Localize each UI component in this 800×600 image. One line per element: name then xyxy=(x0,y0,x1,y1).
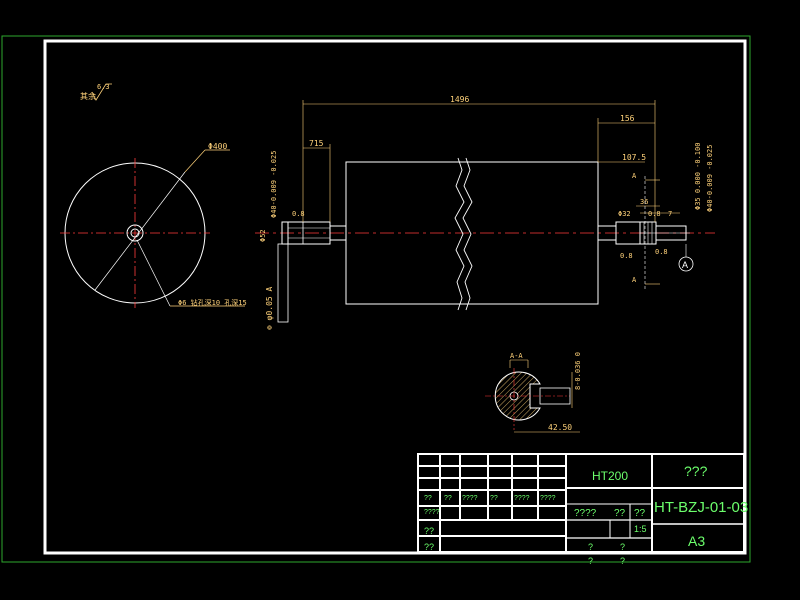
dim-107-5: 107.5 xyxy=(622,153,646,162)
dim-right-diameter: Φ40-0.009 -0.025 xyxy=(706,145,714,212)
dim-dia-52: Φ52 xyxy=(259,229,267,242)
chamfer-left: 0.8 xyxy=(292,210,305,218)
tb-q3: ? xyxy=(588,556,593,566)
surface-finish-label: 其余 xyxy=(80,91,96,101)
tb-label-3: ?? xyxy=(490,495,498,502)
chamfer-right-c: 0.8 xyxy=(648,210,661,218)
surface-finish-mark: 其余 6.3 xyxy=(80,83,112,101)
tb-label-2: ???? xyxy=(462,495,478,502)
chamfer-right-a: 0.8 xyxy=(620,252,633,260)
datum-a: A xyxy=(682,260,688,270)
tb-label-5: ???? xyxy=(540,495,556,502)
section-title: A-A xyxy=(510,352,523,360)
chamfer-right-b: 0.8 xyxy=(655,248,668,256)
tb-small-2: ?? xyxy=(634,508,646,519)
dim-right-diameter-2: Φ35 0.000 -0.100 xyxy=(694,143,702,210)
tb-label-6: ???? xyxy=(424,509,440,516)
tb-scale-label: ???? xyxy=(574,508,597,519)
dim-left-diameter: Φ40-0.009 -0.025 xyxy=(270,151,278,218)
outer-frame xyxy=(1,35,751,563)
dim-dia-32: Φ32 xyxy=(618,210,631,218)
dim-36: 36 xyxy=(640,198,648,206)
tb-q4: ? xyxy=(620,556,625,566)
section-marker-bottom: A xyxy=(632,276,637,284)
end-view: Φ400 Φ6 钻孔深10 孔深15 xyxy=(60,142,247,308)
tb-sign-b: ?? xyxy=(424,542,434,552)
tb-material: HT200 xyxy=(592,469,628,483)
dim-156: 156 xyxy=(620,114,635,123)
tb-part-name: ??? xyxy=(684,463,708,479)
tb-sheet-size: A3 xyxy=(688,533,705,549)
tb-label-1: ?? xyxy=(444,495,452,502)
section-depth: 42.50 xyxy=(548,423,572,432)
tb-q2: ? xyxy=(620,542,625,552)
tb-label-4: ???? xyxy=(514,495,530,502)
keyway-width: 8-0.036 0 xyxy=(574,352,582,390)
tb-drawing-number: HT-BZJ-01-03 xyxy=(654,499,748,516)
tb-scale-value: 1:5 xyxy=(634,524,647,534)
front-view: ⊚ φ0.05 A 1496 156 107.5 715 Φ40-0.009 -… xyxy=(255,95,715,330)
dim-7: 7 xyxy=(668,210,672,218)
tb-q1: ? xyxy=(588,542,593,552)
tb-label-0: ?? xyxy=(424,495,432,502)
tb-sign-a: ?? xyxy=(424,526,434,536)
section-marker-top: A xyxy=(632,172,637,180)
section-view: A-A 8-0.036 0 42.50 xyxy=(485,352,582,433)
title-block: ?? ?? ???? ?? ???? ???? ???? ?? ?? HT200… xyxy=(417,453,748,566)
end-view-hole-note: Φ6 钻孔深10 孔深15 xyxy=(178,298,247,307)
dim-715: 715 xyxy=(309,139,324,148)
surface-finish-value: 6.3 xyxy=(97,83,110,91)
dim-overall-length: 1496 xyxy=(450,95,469,104)
end-view-diameter: Φ400 xyxy=(208,142,227,151)
inner-frame xyxy=(43,39,747,555)
tb-small-1: ?? xyxy=(614,508,626,519)
runout-tolerance: ⊚ φ0.05 A xyxy=(265,286,274,330)
